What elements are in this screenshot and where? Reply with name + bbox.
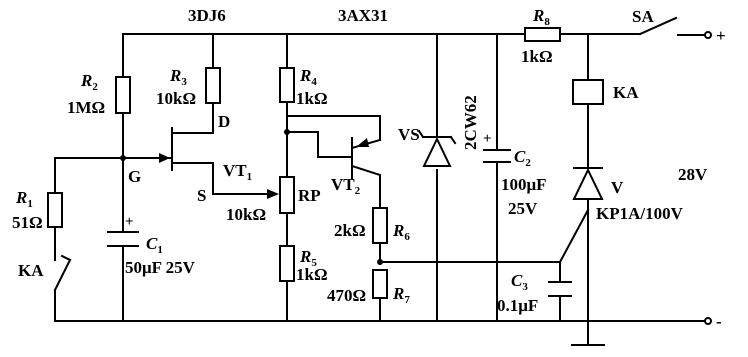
transistor-vt2	[350, 137, 382, 179]
r1-label: R1	[15, 188, 33, 210]
capacitor-c3	[548, 281, 572, 297]
resistor-r7	[372, 269, 388, 299]
relay-coil-ka	[572, 79, 604, 105]
r6-value: 2kΩ	[334, 221, 366, 240]
vs-label: VS	[398, 125, 420, 144]
r8-value: 1kΩ	[521, 47, 553, 66]
q1-model-label: 3DJ6	[188, 6, 226, 25]
c2-plus-label: +	[483, 131, 492, 147]
sa-label: SA	[632, 7, 654, 26]
potentiometer-rp	[279, 176, 295, 214]
rp-label: RP	[298, 186, 321, 205]
resistor-r1	[47, 192, 63, 228]
r4-value: 1kΩ	[296, 89, 328, 108]
minus-label: -	[716, 312, 722, 331]
ka-coil-label: KA	[613, 83, 639, 102]
r8-label: R8	[532, 6, 550, 28]
resistor-r5	[279, 245, 295, 282]
resistor-r2	[115, 76, 131, 114]
rp-wiper-arrow-icon	[267, 189, 279, 199]
c3-value: 0.1μF	[497, 296, 538, 315]
ka-contact-label: KA	[18, 261, 44, 280]
resistor-r6	[372, 207, 388, 244]
c2-label: C2	[514, 147, 531, 169]
scr-label: V	[611, 178, 624, 197]
r5-value: 1kΩ	[296, 265, 328, 284]
r2-value: 1MΩ	[67, 98, 105, 117]
resistor-r3	[205, 67, 221, 104]
rp-value: 10kΩ	[226, 205, 266, 224]
q2-model-label: 3AX31	[338, 6, 388, 25]
plus-label: +	[716, 26, 726, 45]
wires	[54, 16, 706, 346]
r3-value: 10kΩ	[156, 89, 196, 108]
junction-dots	[120, 129, 383, 265]
r4-label: R4	[299, 66, 317, 88]
r7-value: 470Ω	[327, 286, 366, 305]
c1-plus-label: +	[125, 214, 134, 230]
gate-label: G	[128, 167, 141, 186]
c1-value: 50μF 25V	[125, 258, 196, 277]
zener-model-label: 2CW62	[461, 95, 480, 150]
jfet-vt1	[159, 127, 173, 171]
supply-voltage-label: 28V	[678, 165, 708, 184]
zener-diode-vs	[417, 129, 457, 167]
capacitor-c2	[483, 149, 511, 163]
vt2-label: VT2	[331, 175, 361, 197]
c2-value: 100μF	[501, 175, 547, 194]
r6-label: R6	[392, 221, 410, 243]
r3-label: R3	[169, 66, 187, 88]
vt1-label: VT1	[223, 161, 252, 183]
terminal-plus	[704, 31, 712, 39]
r5-label: R5	[299, 247, 317, 269]
source-label: S	[197, 186, 206, 205]
resistor-r4	[279, 67, 295, 103]
scr-model-label: KP1A/100V	[596, 204, 684, 223]
r2-label: R2	[80, 71, 98, 93]
r7-label: R7	[392, 284, 410, 306]
c3-label: C3	[511, 271, 528, 293]
drain-label: D	[218, 112, 230, 131]
capacitor-c1	[107, 231, 139, 247]
r1-value: 51Ω	[12, 213, 43, 232]
relay-contact-ka	[53, 254, 72, 292]
resistor-r8	[524, 27, 561, 42]
scr-v	[572, 167, 604, 200]
c1-label: C1	[146, 234, 163, 256]
terminal-minus	[704, 317, 712, 325]
c2-voltage: 25V	[508, 199, 538, 218]
